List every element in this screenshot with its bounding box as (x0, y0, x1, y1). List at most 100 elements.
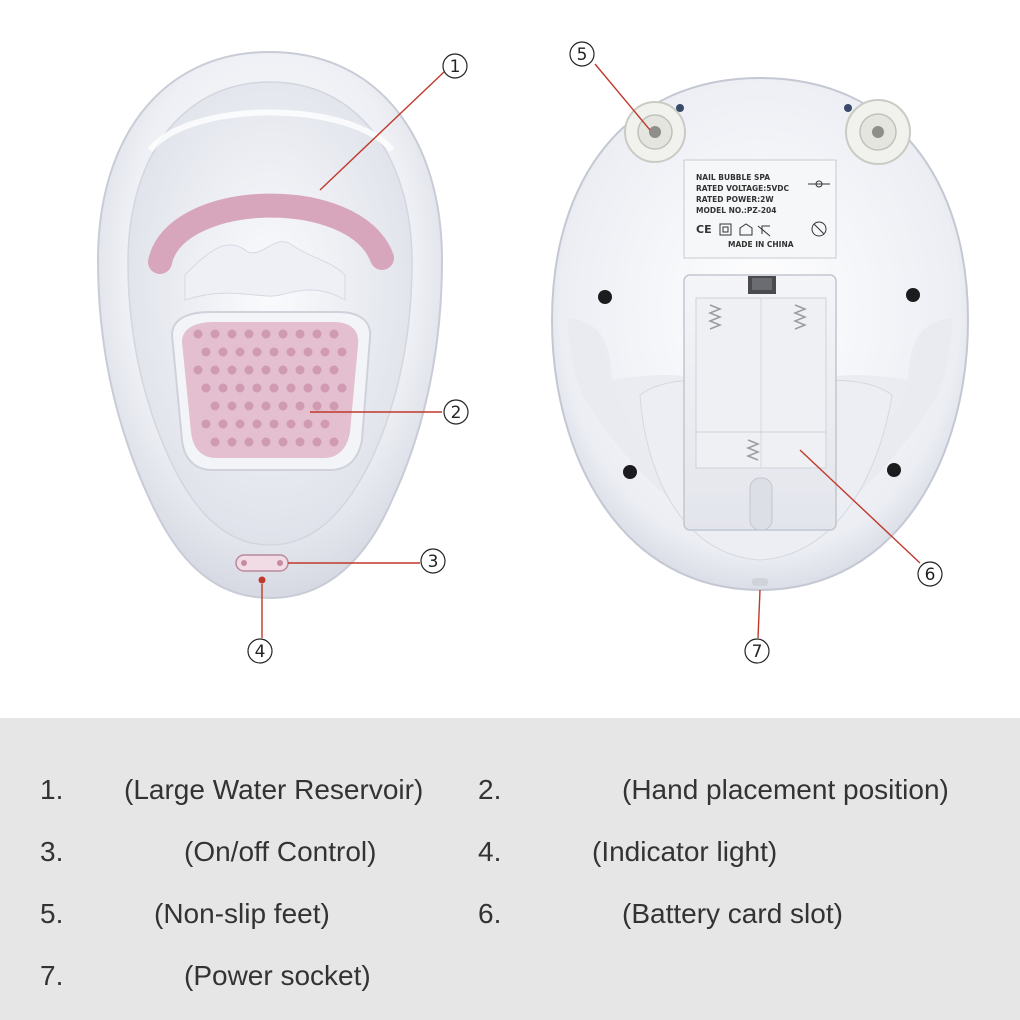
indicator-light (258, 576, 266, 584)
device-bottom-view: NAIL BUBBLE SPA RATED VOLTAGE:5VDC RATED… (550, 76, 970, 592)
massage-bump (303, 383, 313, 393)
massage-bump (320, 347, 330, 357)
svg-text:4: 4 (255, 642, 266, 662)
indoor-use-icon (739, 223, 753, 236)
massage-bump (227, 401, 237, 411)
massage-bump (278, 401, 288, 411)
legend-text: (On/off Control) (184, 836, 377, 867)
callout-3: 3 (420, 548, 446, 574)
massage-bump (252, 347, 262, 357)
massage-bump (278, 329, 288, 339)
reservoir-arc (148, 193, 394, 274)
legend-text: (Battery card slot) (622, 898, 843, 929)
arrow-icon (757, 225, 771, 237)
massage-bump (201, 419, 211, 429)
battery-compartment (683, 274, 837, 531)
massage-bump (218, 419, 228, 429)
massage-bump (286, 383, 296, 393)
massage-bump (261, 401, 271, 411)
made-in-text: MADE IN CHINA (728, 240, 794, 249)
massage-bump (193, 365, 203, 375)
massage-bump (235, 347, 245, 357)
massage-bump (252, 419, 262, 429)
massage-bump (312, 365, 322, 375)
legend-panel: 1. (Large Water Reservoir) 2. (Hand plac… (0, 718, 1020, 1020)
svg-text:5: 5 (577, 45, 588, 65)
legend-number: 2. (478, 774, 502, 805)
massage-bump (329, 437, 339, 447)
legend-text: (Hand placement position) (622, 774, 949, 805)
legend-number: 7. (40, 960, 64, 991)
massage-bump (329, 401, 339, 411)
legend-number: 3. (40, 836, 64, 867)
massage-bump (295, 437, 305, 447)
massage-bump (210, 365, 220, 375)
massage-bump (269, 383, 279, 393)
massage-bump (210, 401, 220, 411)
massage-bump (337, 383, 347, 393)
massage-bump (244, 365, 254, 375)
massage-bump (201, 347, 211, 357)
massage-bump (235, 419, 245, 429)
massage-bump (227, 329, 237, 339)
product-photos: NAIL BUBBLE SPA RATED VOLTAGE:5VDC RATED… (96, 41, 970, 664)
massage-bump (295, 329, 305, 339)
massage-bump (286, 347, 296, 357)
callout-7: 7 (744, 638, 770, 664)
massage-bump (303, 347, 313, 357)
legend-number: 4. (478, 836, 502, 867)
massage-bump (337, 347, 347, 357)
massage-bump (218, 383, 228, 393)
massage-bump (269, 347, 279, 357)
massage-bump (329, 365, 339, 375)
leader-lines (261, 63, 921, 639)
callout-6: 6 (917, 561, 943, 587)
massage-bump (218, 347, 228, 357)
massage-bump (295, 401, 305, 411)
svg-text:6: 6 (925, 565, 936, 585)
massage-bump (278, 437, 288, 447)
massage-bump (227, 365, 237, 375)
massage-bump (261, 365, 271, 375)
massage-bump (244, 437, 254, 447)
massage-bump (320, 383, 330, 393)
massage-bump (312, 437, 322, 447)
callout-2: 2 (443, 399, 469, 425)
legend-text: (Indicator light) (592, 836, 778, 867)
massage-bump (227, 437, 237, 447)
device-illustration: NAIL BUBBLE SPA RATED VOLTAGE:5VDC RATED… (96, 41, 970, 664)
massage-bump (244, 329, 254, 339)
non-slip-foot-right (844, 99, 911, 165)
no-water-icon (811, 221, 827, 237)
svg-text:1: 1 (450, 57, 461, 77)
product-label: NAIL BUBBLE SPA RATED VOLTAGE:5VDC RATED… (683, 159, 837, 259)
massage-bump (193, 329, 203, 339)
legend-text: (Non-slip feet) (154, 898, 330, 929)
massage-bump (210, 329, 220, 339)
label-line: NAIL BUBBLE SPA (696, 173, 770, 182)
massage-bump (201, 383, 211, 393)
massage-bump (235, 383, 245, 393)
massage-bump (312, 401, 322, 411)
svg-text:3: 3 (428, 552, 439, 572)
massage-bump (261, 329, 271, 339)
callout-4: 4 (247, 638, 273, 664)
svg-text:2: 2 (451, 403, 462, 423)
device-top-view (96, 50, 444, 600)
callout-1: 1 (442, 53, 468, 79)
massage-bump (261, 437, 271, 447)
massage-bump (320, 419, 330, 429)
legend-number: 1. (40, 774, 64, 805)
massage-bump (252, 383, 262, 393)
callout-5: 5 (569, 41, 595, 67)
massage-bump (286, 419, 296, 429)
massage-bump (210, 437, 220, 447)
legend-text: (Large Water Reservoir) (124, 774, 424, 805)
massage-bump (278, 365, 288, 375)
svg-text:7: 7 (752, 642, 763, 662)
hand-placement-pad (170, 311, 372, 471)
massage-bumps (193, 329, 347, 447)
massage-bump (295, 365, 305, 375)
label-line: RATED VOLTAGE:5VDC (696, 184, 790, 193)
